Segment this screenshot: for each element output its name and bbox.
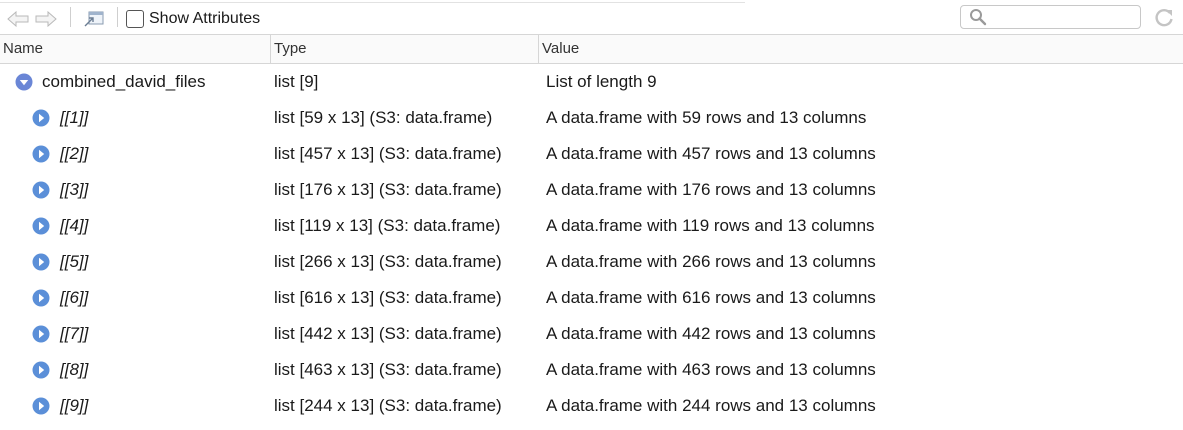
tree-row-type: list [463 x 13] (S3: data.frame) (274, 360, 502, 379)
tree-row-value: A data.frame with 457 rows and 13 column… (546, 144, 876, 163)
tree-row-name: [[5]] (60, 252, 89, 271)
toolbar-separator (117, 7, 118, 27)
tree-row-type: list [9] (274, 72, 319, 91)
tree-row-name: [[4]] (60, 216, 89, 235)
tree-row-name: [[1]] (60, 108, 89, 127)
tree-row-value: A data.frame with 463 rows and 13 column… (546, 360, 876, 379)
popout-icon (84, 11, 104, 27)
tree-row[interactable]: [[4]] list [119 x 13] (S3: data.frame) A… (0, 208, 1183, 244)
tree-row-type: list [616 x 13] (S3: data.frame) (274, 288, 502, 307)
tree-row-value: A data.frame with 59 rows and 13 columns (546, 108, 867, 127)
column-header-type[interactable]: Type (270, 35, 307, 63)
back-button[interactable] (6, 8, 30, 30)
object-tree: combined_david_files list [9] List of le… (0, 64, 1183, 424)
tree-row-value: A data.frame with 442 rows and 13 column… (546, 324, 876, 343)
tree-row[interactable]: [[2]] list [457 x 13] (S3: data.frame) A… (0, 136, 1183, 172)
tree-row-name: [[8]] (60, 360, 89, 379)
tree-row-value: A data.frame with 176 rows and 13 column… (546, 180, 876, 199)
search-input[interactable] (993, 8, 1137, 26)
toolbar: Show Attributes (0, 0, 1183, 35)
arrow-right-icon (35, 11, 57, 27)
column-header: Name Type Value (0, 35, 1183, 64)
tree-row-value: A data.frame with 244 rows and 13 column… (546, 396, 876, 415)
search-icon (970, 9, 987, 26)
expand-icon[interactable] (32, 109, 50, 127)
tree-row[interactable]: [[1]] list [59 x 13] (S3: data.frame) A … (0, 100, 1183, 136)
tree-row-name: [[6]] (60, 288, 89, 307)
expand-icon[interactable] (32, 253, 50, 271)
show-attributes-toggle[interactable]: Show Attributes (126, 8, 260, 30)
toolbar-divider (0, 2, 745, 3)
popout-button[interactable] (82, 8, 106, 30)
tree-row-value: A data.frame with 119 rows and 13 column… (546, 216, 875, 235)
tree-row[interactable]: [[3]] list [176 x 13] (S3: data.frame) A… (0, 172, 1183, 208)
tree-row-type: list [119 x 13] (S3: data.frame) (274, 216, 501, 235)
tree-row-name: [[3]] (60, 180, 89, 199)
expand-icon[interactable] (32, 217, 50, 235)
tree-row-type: list [59 x 13] (S3: data.frame) (274, 108, 493, 127)
tree-row-name: [[7]] (60, 324, 89, 343)
refresh-icon (1155, 8, 1173, 27)
expand-icon[interactable] (32, 289, 50, 307)
search-box[interactable] (960, 5, 1141, 29)
tree-row[interactable]: [[8]] list [463 x 13] (S3: data.frame) A… (0, 352, 1183, 388)
tree-row-value: A data.frame with 266 rows and 13 column… (546, 252, 876, 271)
collapse-icon[interactable] (15, 73, 33, 91)
tree-row-value: List of length 9 (546, 72, 657, 91)
tree-row[interactable]: [[6]] list [616 x 13] (S3: data.frame) A… (0, 280, 1183, 316)
arrow-left-icon (7, 11, 29, 27)
column-header-name[interactable]: Name (3, 40, 44, 57)
tree-row[interactable]: [[9]] list [244 x 13] (S3: data.frame) A… (0, 388, 1183, 424)
tree-row[interactable]: [[5]] list [266 x 13] (S3: data.frame) A… (0, 244, 1183, 280)
tree-row-type: list [457 x 13] (S3: data.frame) (274, 144, 502, 163)
expand-icon[interactable] (32, 361, 50, 379)
tree-row-value: A data.frame with 616 rows and 13 column… (546, 288, 876, 307)
show-attributes-label: Show Attributes (149, 10, 261, 27)
tree-row-root[interactable]: combined_david_files list [9] List of le… (0, 64, 1183, 100)
tree-row-type: list [442 x 13] (S3: data.frame) (274, 324, 502, 343)
column-header-value[interactable]: Value (538, 35, 579, 63)
tree-row-type: list [244 x 13] (S3: data.frame) (274, 396, 502, 415)
refresh-button[interactable] (1152, 6, 1176, 30)
tree-row-type: list [176 x 13] (S3: data.frame) (274, 180, 502, 199)
expand-icon[interactable] (32, 325, 50, 343)
forward-button[interactable] (34, 8, 58, 30)
toolbar-separator (70, 7, 71, 27)
tree-row-type: list [266 x 13] (S3: data.frame) (274, 252, 502, 271)
tree-row[interactable]: [[7]] list [442 x 13] (S3: data.frame) A… (0, 316, 1183, 352)
tree-row-name: [[2]] (60, 144, 89, 163)
tree-row-name: [[9]] (60, 396, 89, 415)
expand-icon[interactable] (32, 181, 50, 199)
tree-row-name: combined_david_files (42, 72, 206, 91)
expand-icon[interactable] (32, 397, 50, 415)
expand-icon[interactable] (32, 145, 50, 163)
show-attributes-checkbox[interactable] (126, 10, 144, 28)
